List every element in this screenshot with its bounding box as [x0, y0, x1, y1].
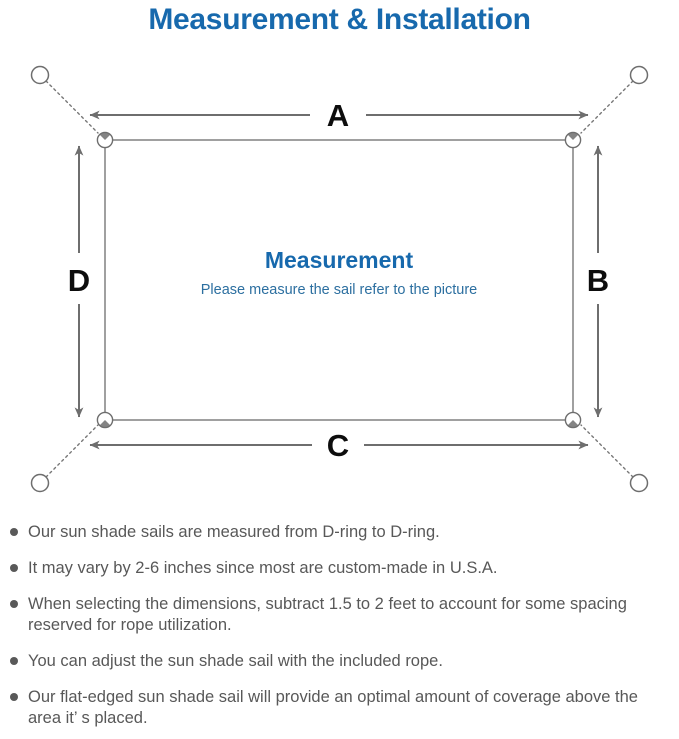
rope-top-right: [580, 80, 634, 134]
note-text: It may vary by 2-6 inches since most are…: [28, 559, 498, 577]
dimension-arrow-left: D: [68, 145, 90, 418]
dimension-arrow-top: A: [89, 98, 589, 133]
note-text: Our flat-edged sun shade sail will provi…: [28, 688, 638, 727]
note-item: Our sun shade sails are measured from D-…: [0, 522, 679, 543]
bullet-icon: [10, 564, 18, 572]
note-text: When selecting the dimensions, subtract …: [28, 595, 627, 634]
bullet-icon: [10, 693, 18, 701]
anchor-top-right-icon: [629, 65, 649, 85]
bullet-icon: [10, 528, 18, 536]
note-item: Our flat-edged sun shade sail will provi…: [0, 687, 679, 729]
rope-lines: [45, 80, 634, 478]
anchor-top-left-icon: [30, 65, 50, 85]
page-title: Measurement & Installation: [148, 3, 531, 36]
d-ring-top-left-tab: [99, 132, 111, 140]
d-ring-top-right-tab: [567, 132, 579, 140]
anchor-rings: [30, 65, 649, 493]
rope-bottom-right: [580, 424, 634, 478]
note-item: You can adjust the sun shade sail with t…: [0, 651, 679, 672]
d-ring-bottom-right-tab: [567, 420, 579, 428]
anchor-bottom-left-icon: [30, 473, 50, 493]
bullet-icon: [10, 657, 18, 665]
d-ring-bottom-left-tab: [99, 420, 111, 428]
sail-outline: [104, 139, 574, 421]
dimension-arrow-bottom: C: [89, 428, 589, 463]
dimension-label-b: B: [587, 263, 609, 298]
sail-subtitle: Please measure the sail refer to the pic…: [201, 282, 477, 298]
note-item: It may vary by 2-6 inches since most are…: [0, 558, 679, 579]
dimension-arrow-right: B: [587, 145, 609, 418]
sail-measurement-svg: A C D B Measurement Please me: [30, 65, 649, 493]
notes-list: Our sun shade sails are measured from D-…: [0, 522, 679, 729]
note-text: You can adjust the sun shade sail with t…: [28, 652, 443, 670]
sail-title: Measurement: [265, 247, 414, 273]
bullet-icon: [10, 600, 18, 608]
diagram-container: A C D B Measurement Please me: [0, 44, 679, 514]
rope-bottom-left: [45, 424, 99, 478]
note-text: Our sun shade sails are measured from D-…: [28, 523, 440, 541]
dimension-label-a: A: [327, 98, 349, 133]
rope-top-left: [45, 80, 99, 134]
dimension-label-c: C: [327, 428, 349, 463]
anchor-bottom-right-icon: [629, 473, 649, 493]
dimension-label-d: D: [68, 263, 90, 298]
note-item: When selecting the dimensions, subtract …: [0, 594, 679, 636]
d-rings: [96, 131, 582, 429]
